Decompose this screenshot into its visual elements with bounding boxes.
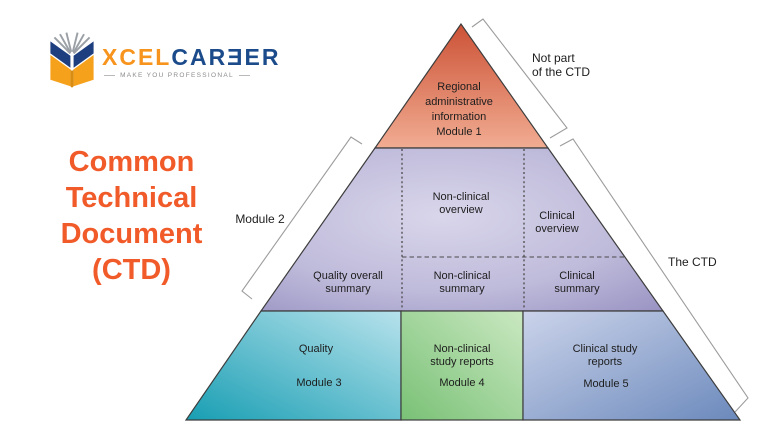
clinical-summary-label: Clinical summary [554, 270, 600, 295]
clinical-overview-label: Clinical overview [535, 210, 579, 235]
xcelcareer-logo: XCELCARƎER MAKE YOU PROFESSIONAL [36, 22, 278, 94]
module3-title: Quality [298, 343, 334, 355]
not-part-of-ctd-label: Not part of the CTD [532, 51, 591, 79]
brand-xcel: XCEL [102, 44, 172, 70]
open-book-logo-icon [50, 32, 94, 88]
module4-title: Non-clinical study reports [430, 343, 494, 368]
module4-label: Module 4 [439, 377, 485, 389]
module1-label: Regional administrative information Modu… [425, 81, 493, 138]
non-clinical-overview-label: Non-clinical overview [432, 191, 490, 216]
brand-tagline: MAKE YOU PROFESSIONAL [104, 72, 250, 79]
module3-label: Module 3 [296, 377, 342, 389]
book-pages [53, 32, 91, 55]
tagline-rule-left [104, 75, 116, 76]
module2-bracket-label: Module 2 [235, 212, 285, 226]
module5-shape [522, 310, 742, 421]
non-clinical-summary-label: Non-clinical summary [433, 270, 491, 295]
module2-bracket [241, 136, 363, 300]
tagline-rule-right [238, 75, 250, 76]
brand-wordmark: XCELCARƎER [102, 44, 280, 71]
tagline-text: MAKE YOU PROFESSIONAL [120, 72, 234, 79]
brand-career: CARƎER [171, 44, 281, 70]
not-part-bracket [471, 18, 568, 139]
quality-overall-summary-label: Quality overall summary [313, 270, 383, 295]
module3-shape [184, 310, 402, 421]
module5-title: Clinical study reports [572, 343, 638, 368]
module4-shape [400, 310, 524, 421]
the-ctd-label: The CTD [668, 255, 717, 269]
module5-label: Module 5 [583, 378, 629, 390]
the-ctd-bracket [559, 138, 749, 413]
page-title: Common Technical Document (CTD) [60, 146, 203, 286]
